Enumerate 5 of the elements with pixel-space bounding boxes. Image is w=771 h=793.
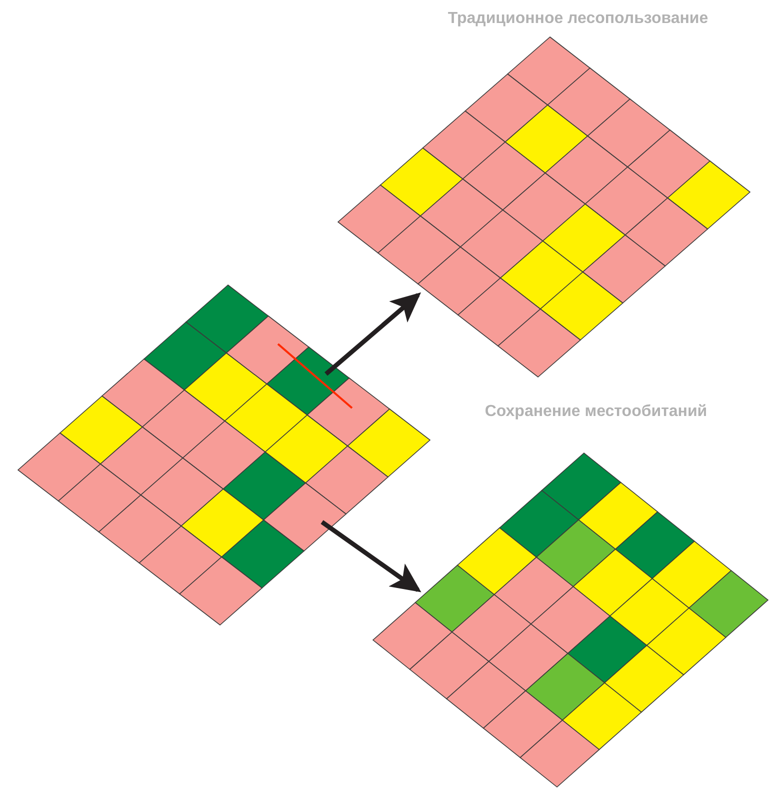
- arrow: [324, 292, 422, 376]
- arrow: [320, 520, 422, 592]
- grid-heading: Традиционное лесопользование: [448, 10, 708, 28]
- tile-grid-drawing: [17, 284, 431, 626]
- grid-heading: Сохранение местообитаний: [484, 403, 708, 421]
